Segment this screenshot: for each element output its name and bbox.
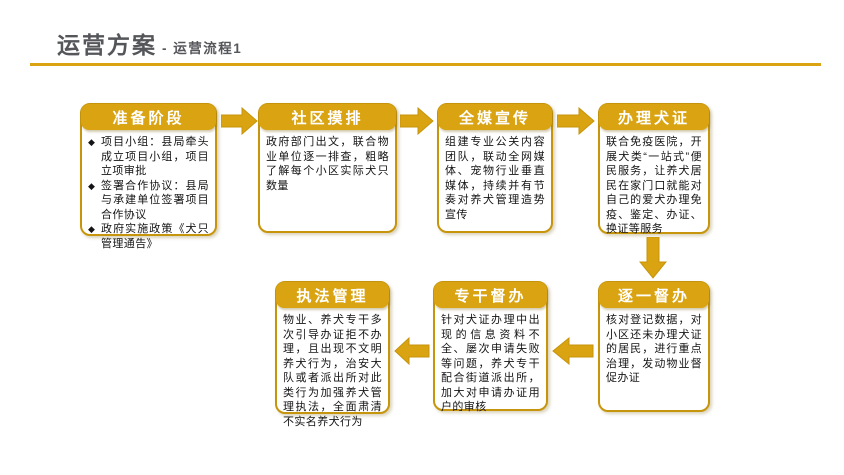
- box-preparation-stage: 准备阶段 ◆ 项目小组：县局牵头成立项目小组，项目立项审批 ◆ 签署合作协议：县…: [80, 103, 217, 250]
- box-law-enforcement: 执法管理 物业、养犬专干多次引导办证拒不办理，且出现不文明养犬行为，治安大队或者…: [275, 281, 390, 428]
- slide-subtitle: - 运营流程1: [162, 41, 243, 56]
- box-supervise-one-by-one: 逐一督办 核对登记数据，对小区还未办理犬证的居民，进行重点治理，发动物业督促办证: [598, 281, 710, 412]
- title-accent-bar: [30, 63, 821, 66]
- box-media-publicity-header: 全媒宣传: [438, 104, 552, 130]
- diamond-bullet-icon: ◆: [88, 137, 96, 147]
- box-supervise-one-by-one-header: 逐一督办: [599, 282, 709, 308]
- box-preparation-body: ◆ 项目小组：县局牵头成立项目小组，项目立项审批 ◆ 签署合作协议：县局与承建单…: [82, 130, 215, 251]
- box-dog-license-header: 办理犬证: [599, 104, 709, 130]
- box-community-survey: 社区摸排 政府部门出文，联合物业单位逐一排查，粗略了解每个小区实际犬只数量: [258, 103, 397, 233]
- box-dog-license: 办理犬证 联合免疫医院，开展犬类“一站式”便民服务，让养犬居民在家门口就能对自己…: [598, 103, 710, 235]
- arrow-left-icon: [394, 337, 430, 365]
- arrow-left-icon: [552, 337, 594, 365]
- box-dog-license-body: 联合免疫医院，开展犬类“一站式”便民服务，让养犬居民在家门口就能对自己的爱犬办理…: [606, 136, 702, 235]
- list-item: ◆ 签署合作协议：县局与承建单位签署项目合作协议: [88, 179, 209, 221]
- box-media-publicity: 全媒宣传 组建专业公关内容团队，联动全网媒体、宠物行业垂直媒体，持续并有节奏对养…: [437, 103, 553, 233]
- arrow-right-icon: [557, 107, 595, 135]
- box-media-publicity-body: 组建专业公关内容团队，联动全网媒体、宠物行业垂直媒体，持续并有节奏对养犬管理造势…: [445, 136, 545, 221]
- diamond-bullet-icon: ◆: [88, 224, 96, 234]
- box-law-enforcement-header: 执法管理: [276, 282, 389, 308]
- arrow-right-icon: [221, 107, 258, 135]
- box-preparation-header: 准备阶段: [81, 104, 216, 130]
- diamond-bullet-icon: ◆: [88, 180, 96, 191]
- box-community-survey-body: 政府部门出文，联合物业单位逐一排查，粗略了解每个小区实际犬只数量: [266, 136, 389, 192]
- box-law-enforcement-body: 物业、养犬专干多次引导办证拒不办理，且出现不文明养犬行为，治安大队或者派出所对此…: [283, 314, 382, 428]
- page-title: 运营方案 - 运营流程1: [57, 26, 242, 60]
- box-special-staff-supervision: 专干督办 针对犬证办理中出现的信息资料不全、屡次申请失败等问题，养犬专干配合街道…: [433, 281, 548, 413]
- arrow-down-icon: [639, 237, 667, 279]
- box-supervise-one-by-one-body: 核对登记数据，对小区还未办理犬证的居民，进行重点治理，发动物业督促办证: [606, 314, 702, 384]
- list-item: ◆ 政府实施政策《犬只管理通告》: [88, 223, 209, 250]
- box-special-staff-supervision-header: 专干督办: [434, 282, 547, 308]
- box-special-staff-supervision-body: 针对犬证办理中出现的信息资料不全、屡次申请失败等问题，养犬专干配合街道派出所，加…: [441, 314, 540, 413]
- list-item: ◆ 项目小组：县局牵头成立项目小组，项目立项审批: [88, 136, 209, 177]
- slide-title: 运营方案: [57, 32, 157, 58]
- arrow-right-icon: [400, 107, 434, 135]
- box-community-survey-header: 社区摸排: [259, 104, 396, 130]
